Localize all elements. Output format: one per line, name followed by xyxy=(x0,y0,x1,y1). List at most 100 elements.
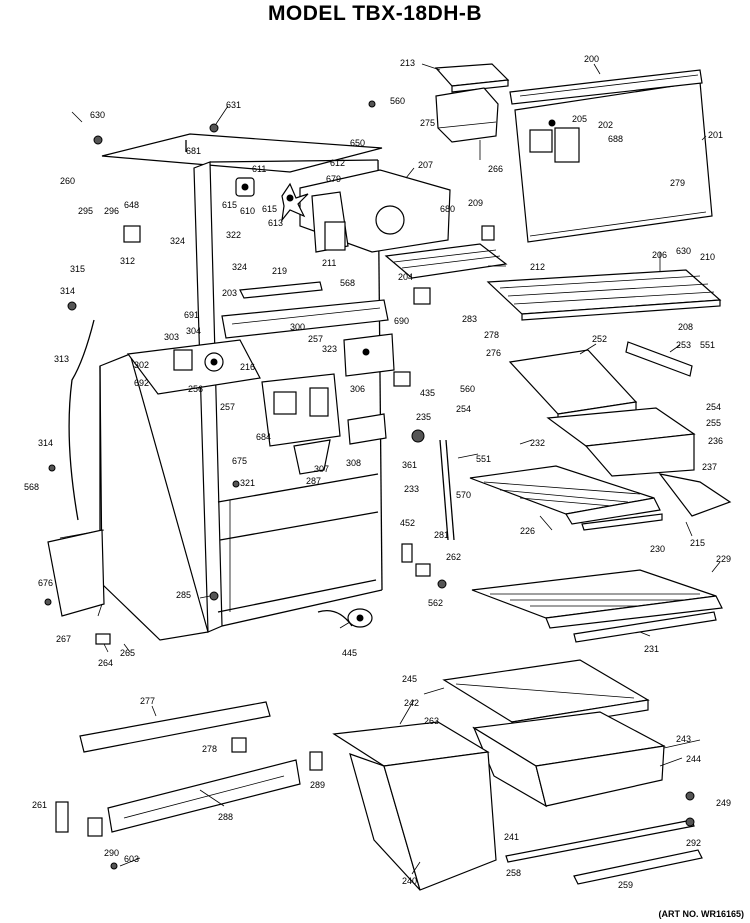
callout-287: 287 xyxy=(306,476,321,486)
callout-313: 313 xyxy=(54,354,69,364)
callout-237: 237 xyxy=(702,462,717,472)
wire-harness-445 xyxy=(317,608,373,628)
callout-302: 302 xyxy=(134,360,149,370)
callout-303: 303 xyxy=(164,332,179,342)
callout-570: 570 xyxy=(456,490,471,500)
callout-236: 236 xyxy=(708,436,723,446)
callout-324-b: 324 xyxy=(232,262,247,272)
trim-230 xyxy=(581,513,663,531)
callout-323: 323 xyxy=(322,344,337,354)
callout-314-a: 314 xyxy=(60,286,75,296)
callout-232: 232 xyxy=(530,438,545,448)
callout-276: 276 xyxy=(486,348,501,358)
leader-lines xyxy=(71,63,721,875)
callout-361: 361 xyxy=(402,460,417,470)
callout-322: 322 xyxy=(226,230,241,240)
fan-615 xyxy=(281,182,309,223)
thermostat-bracket xyxy=(343,333,395,377)
bin-215 xyxy=(658,473,732,517)
callout-249: 249 xyxy=(716,798,731,808)
callout-610: 610 xyxy=(240,206,255,216)
callout-289: 289 xyxy=(310,780,325,790)
callout-615-b: 615 xyxy=(262,204,277,214)
callout-568-a: 568 xyxy=(340,278,355,288)
bracket-308 xyxy=(347,413,387,445)
callout-261: 261 xyxy=(32,800,47,810)
trim-231 xyxy=(573,611,717,643)
callout-680: 680 xyxy=(440,204,455,214)
callout-285: 285 xyxy=(176,590,191,600)
callout-labels: 200 201 202 203 204 205 206 207 208 209 … xyxy=(24,54,731,890)
shelf-206 xyxy=(486,269,722,321)
callout-692: 692 xyxy=(134,378,149,388)
callout-277: 277 xyxy=(140,696,155,706)
callout-615-a: 615 xyxy=(222,200,237,210)
callout-201: 201 xyxy=(708,130,723,140)
hardware xyxy=(44,100,695,870)
model-title: MODEL TBX-18DH-B xyxy=(267,2,483,25)
callout-279: 279 xyxy=(670,178,685,188)
callout-263: 263 xyxy=(424,716,439,726)
callout-308: 308 xyxy=(346,458,361,468)
control-housing xyxy=(126,339,261,395)
callout-681: 681 xyxy=(186,146,201,156)
callout-240: 240 xyxy=(402,876,417,886)
callout-243: 243 xyxy=(676,734,691,744)
callout-611: 611 xyxy=(252,164,266,174)
callout-259: 259 xyxy=(618,880,633,890)
callout-452: 452 xyxy=(400,518,415,528)
bin-266 xyxy=(435,87,499,143)
callout-612: 612 xyxy=(330,158,345,168)
callout-690: 690 xyxy=(394,316,409,326)
callout-242: 242 xyxy=(404,698,419,708)
callout-204: 204 xyxy=(398,272,413,282)
callout-233: 233 xyxy=(404,484,419,494)
callout-445: 445 xyxy=(342,648,357,658)
callout-260: 260 xyxy=(60,176,75,186)
callout-560-b: 560 xyxy=(460,384,475,394)
callout-241: 241 xyxy=(504,832,519,842)
ladder-233 xyxy=(439,439,455,541)
motor-610 xyxy=(235,177,255,197)
callout-226: 226 xyxy=(520,526,535,536)
shelf-212 xyxy=(384,243,508,279)
callout-255: 255 xyxy=(706,418,721,428)
callout-684: 684 xyxy=(256,432,271,442)
callout-210: 210 xyxy=(700,252,715,262)
callout-307: 307 xyxy=(314,464,329,474)
callout-551-a: 551 xyxy=(700,340,715,350)
callout-304: 304 xyxy=(186,326,201,336)
callout-315: 315 xyxy=(70,264,85,274)
rail-253 xyxy=(625,341,693,377)
callout-648: 648 xyxy=(124,200,139,210)
callout-266: 266 xyxy=(488,164,503,174)
panel-288 xyxy=(107,759,301,833)
callout-206: 206 xyxy=(652,250,667,260)
callout-613: 613 xyxy=(268,218,283,228)
callout-278-a: 278 xyxy=(484,330,499,340)
callout-435: 435 xyxy=(420,388,435,398)
drawer-236 xyxy=(546,407,696,477)
callout-267: 267 xyxy=(56,634,71,644)
callout-630-a: 630 xyxy=(90,110,105,120)
callout-306: 306 xyxy=(350,384,365,394)
callout-264: 264 xyxy=(98,658,113,668)
callout-213: 213 xyxy=(400,58,415,68)
callout-202: 202 xyxy=(598,120,613,130)
callout-229: 229 xyxy=(716,554,731,564)
callout-254-a: 254 xyxy=(456,404,471,414)
callout-215: 215 xyxy=(690,538,705,548)
callout-257-b: 257 xyxy=(220,402,235,412)
callout-254-b: 254 xyxy=(706,402,721,412)
shelf-229 xyxy=(471,569,723,629)
callout-219: 219 xyxy=(272,266,287,276)
callout-209: 209 xyxy=(468,198,483,208)
callout-231: 231 xyxy=(644,644,659,654)
callout-283: 283 xyxy=(462,314,477,324)
drawer-243 xyxy=(472,711,666,808)
air-duct-207 xyxy=(299,169,451,253)
callout-691: 691 xyxy=(184,310,199,320)
callout-290: 290 xyxy=(104,848,119,858)
evap-cover-218 xyxy=(221,281,389,339)
